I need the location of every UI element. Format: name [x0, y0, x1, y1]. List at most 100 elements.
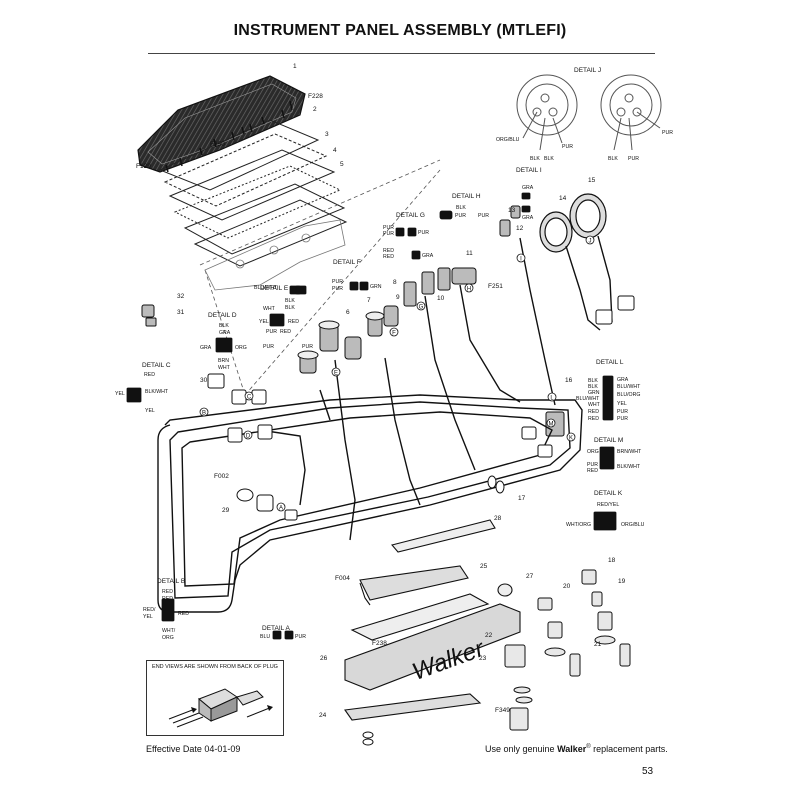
housing-outline [199, 159, 441, 396]
callout-27: 27 [526, 573, 534, 580]
conn-i: I [520, 257, 522, 263]
wire-l-4: BLU/WHT [576, 396, 600, 402]
callout-31: 31 [177, 309, 185, 316]
detail-g-label: DETAIL G [396, 212, 425, 219]
callout-25: 25 [480, 563, 488, 570]
callout-30: 30 [200, 377, 208, 384]
plug-note-text: END VIEWS ARE SHOWN FROM BACK OF PLUG [152, 664, 278, 670]
wire-j-5: PUR [628, 156, 639, 162]
conn-l: L [550, 396, 554, 402]
wire-b-0: RED [162, 589, 173, 595]
replacement-note: Use only genuine Walker® replacement par… [485, 744, 668, 754]
connector-end-views [126, 192, 617, 640]
wire-b-3: YEL [143, 614, 153, 620]
wire-b-6: ORG [162, 635, 174, 641]
wire-f-2: PUR [332, 286, 343, 292]
wire-h-0: BLK [456, 205, 466, 211]
conn-a: A [279, 506, 283, 512]
wire-l-5: BLU/ORG [617, 392, 640, 398]
wire-g-4: RED [383, 254, 394, 260]
switches [141, 205, 565, 437]
wire-j-1: BLK [530, 156, 540, 162]
wire-j-3: BLK [544, 156, 554, 162]
detail-f-label: DETAIL F [333, 259, 361, 266]
callout-14: 14 [559, 195, 567, 202]
wire-d-2: GRA [200, 345, 212, 351]
wire-j-4: BLK [608, 156, 618, 162]
callout-9: 9 [396, 294, 400, 301]
callout-11: 11 [466, 250, 473, 257]
detail-e-label: DETAIL E [260, 285, 289, 292]
callout-15: 15 [588, 177, 596, 184]
wire-a-0: BLU [260, 634, 270, 640]
callout-1: 1 [293, 63, 297, 70]
wire-e-5: PUR [266, 329, 277, 335]
callout-6: 6 [346, 309, 350, 316]
lamp-hardware [504, 569, 631, 731]
callout-3: 3 [325, 131, 329, 138]
wire-e-7: PUR [263, 344, 274, 350]
conn-e: E [334, 371, 338, 377]
replacement-prefix: Use only genuine [485, 744, 558, 754]
conn-d: D [246, 434, 251, 440]
conn-k: K [569, 436, 573, 442]
callout-18: 18 [608, 557, 616, 564]
callout-12: 12 [516, 225, 524, 232]
wire-c-1: YEL [115, 391, 125, 397]
wire-j-2: PUR [562, 144, 573, 150]
wire-e-1: BLK [285, 298, 295, 304]
detail-m-label: DETAIL M [594, 437, 623, 444]
wire-l-0: BLK [588, 378, 598, 384]
conn-c: C [247, 395, 252, 401]
wire-e-4: RED [288, 319, 299, 325]
gauges [539, 193, 607, 253]
callout-26: 26 [320, 655, 328, 662]
callout-29: 29 [222, 507, 230, 514]
wire-l-8: RED [588, 409, 599, 415]
detail-b-label: DETAIL B [157, 578, 185, 585]
wire-m-0: ORG [587, 449, 599, 455]
callout-7: 7 [367, 297, 371, 304]
callout-21: 21 [594, 641, 602, 648]
callout-5: 5 [340, 161, 344, 168]
wire-b-4: RED [178, 611, 189, 617]
wire-i-1: GRA [522, 215, 534, 221]
callout-f228: F228 [308, 93, 323, 100]
conn-h: H [467, 287, 471, 293]
wire-d-3: ORG [235, 345, 247, 351]
detail-d-label: DETAIL D [208, 312, 237, 319]
wire-color-labels: ORG/BLU BLK PUR BLK BLK PUR PUR GRA GRA … [115, 130, 673, 641]
callout-f129: F129 [136, 163, 151, 170]
harness-connectors [207, 295, 635, 521]
wire-m-2: PUR [587, 462, 598, 468]
wire-g-2: PUR [418, 230, 429, 236]
callout-f349: F349 [495, 707, 510, 714]
callout-f251: F251 [488, 283, 503, 290]
wire-m-1: BRN/WHT [617, 449, 642, 455]
callout-20: 20 [563, 583, 571, 590]
wire-k-2: ORG/BLU [621, 522, 645, 528]
wire-f-0: BLU/WHT [254, 285, 278, 291]
wire-b-1: RED [162, 596, 173, 602]
callout-f238: F238 [372, 640, 387, 647]
title-rule [148, 53, 655, 54]
wire-e-2: BLK [285, 305, 295, 311]
frame-bracket [204, 219, 346, 291]
wiring-harness [157, 235, 613, 613]
callout-4: 4 [333, 147, 337, 154]
wire-b-5: WHT/ [162, 628, 176, 634]
wire-c-2: BLK/WHT [145, 389, 169, 395]
wire-g-1: PUR [383, 231, 394, 237]
callout-23: 23 [479, 655, 487, 662]
wire-d-0: BLK [219, 323, 229, 329]
replacement-suffix: replacement parts. [590, 744, 668, 754]
wire-j-6: PUR [662, 130, 673, 136]
conn-m: M [549, 422, 554, 428]
page-title: INSTRUMENT PANEL ASSEMBLY (MTLEFI) [233, 22, 567, 39]
detail-labels: DETAIL A DETAIL B DETAIL C DETAIL D DETA… [142, 67, 624, 632]
wire-c-0: RED [144, 372, 155, 378]
callout-8: 8 [393, 279, 397, 286]
wire-e-3: YEL [259, 319, 269, 325]
plug-note-box: END VIEWS ARE SHOWN FROM BACK OF PLUG [146, 660, 284, 736]
